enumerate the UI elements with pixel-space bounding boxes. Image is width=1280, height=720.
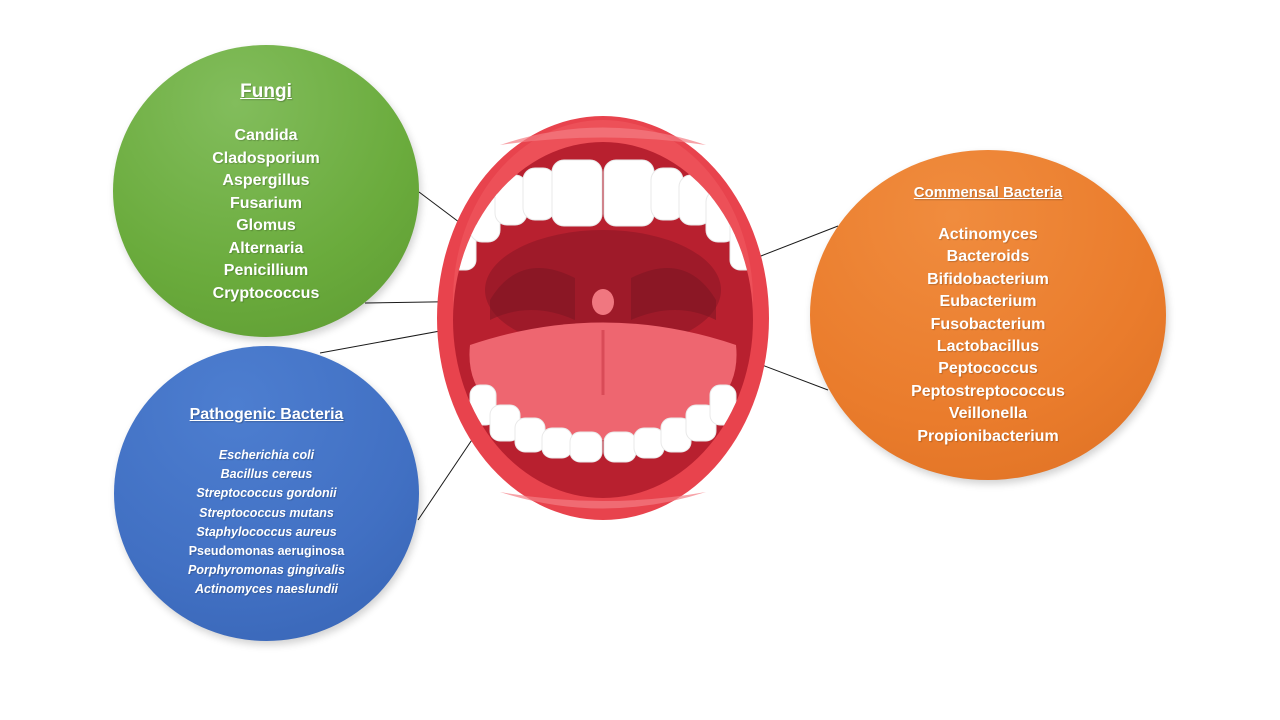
pathogenic-bacteria-circle: Pathogenic Bacteria Escherichia coli Bac… [114, 346, 419, 641]
list-item: Veillonella [948, 405, 1028, 423]
list-item: Streptococcus gordonii [196, 486, 337, 501]
list-item: Actinomyces naeslundii [194, 582, 339, 597]
lower-teeth [469, 384, 737, 463]
list-item: Candida [234, 127, 298, 144]
list-item: Fusarium [229, 194, 302, 212]
list-item: Bacillus cereus [220, 467, 313, 482]
list-item: Propionibacterium [917, 427, 1059, 445]
list-item: Bacteroids [946, 248, 1030, 266]
list-item: Pseudomonas aeruginosa [188, 544, 345, 559]
list-item: Actinomyces [938, 226, 1038, 243]
list-item: Penicillium [223, 262, 309, 279]
pathogenic-bacteria-title: Pathogenic Bacteria [189, 406, 344, 423]
list-item: Cryptococcus [212, 284, 320, 302]
list-item: Peptostreptococcus [911, 382, 1065, 400]
list-item: Staphylococcus aureus [196, 524, 337, 539]
fungi-list: Candida Cladosporium Aspergillus Fusariu… [113, 125, 419, 305]
list-item: Bifidobacterium [927, 270, 1049, 288]
list-item: Eubacterium [939, 293, 1037, 311]
fungi-title: Fungi [240, 81, 292, 102]
pathogenic-bacteria-list: Escherichia coli Bacillus cereus Strepto… [114, 446, 419, 600]
list-item: Fusobacterium [930, 315, 1046, 333]
list-item: Aspergillus [222, 172, 310, 189]
list-item: Alternaria [228, 239, 304, 257]
list-item: Porphyromonas gingivalis [188, 563, 345, 578]
uvula [592, 289, 614, 315]
commensal-bacteria-list: Actinomyces Bacteroids Bifidobacterium E… [810, 224, 1166, 448]
list-item: Streptococcus mutans [199, 505, 334, 520]
list-item: Glomus [236, 217, 296, 234]
list-item: Cladosporium [212, 149, 320, 167]
list-item: Peptococcus [938, 360, 1038, 378]
commensal-bacteria-circle: Commensal Bacteria Actinomyces Bacteroid… [810, 150, 1166, 480]
fungi-circle: Fungi Candida Cladosporium Aspergillus F… [113, 45, 419, 337]
list-item: Lactobacillus [936, 338, 1040, 356]
commensal-bacteria-title: Commensal Bacteria [913, 184, 1063, 201]
list-item: Escherichia coli [218, 448, 315, 462]
